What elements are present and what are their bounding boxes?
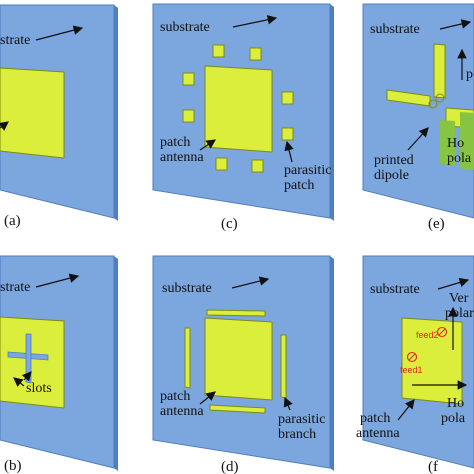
- panel-d: substrate patch antenna parasitic branch…: [152, 255, 334, 474]
- horizontal-polarization-line2: pola: [447, 151, 472, 166]
- substrate-arrow: [232, 15, 278, 28]
- slots-arrow: [21, 371, 32, 382]
- caption-b: (b): [4, 458, 22, 474]
- vertical-polarization-label: p: [466, 67, 473, 82]
- substrate-edge: [330, 256, 334, 471]
- feed1-marker: [406, 351, 418, 363]
- slots-arrow: [13, 377, 25, 387]
- patch-arrow: [199, 139, 216, 151]
- horizontal-polarization-line1: Ho: [447, 136, 464, 151]
- substrate-label: substrate: [370, 282, 420, 297]
- parasitic-label-line2: branch: [278, 427, 316, 442]
- patch-element: [401, 317, 463, 405]
- dipole-vertical-arm: [433, 43, 446, 99]
- parasitic-branch-left: [184, 327, 191, 389]
- parasitic-branches: [184, 309, 287, 414]
- parasitic-patches: [182, 44, 294, 173]
- substrate-arrow: [231, 276, 270, 289]
- substrate-label: strate: [0, 280, 30, 295]
- panel-f: feed2 feed1 substrate Ver polari Ho pola…: [356, 255, 474, 474]
- parasitic-label-line1: parasitic: [284, 163, 331, 178]
- substrate-arrow: [439, 19, 472, 30]
- patch-element: [204, 65, 273, 153]
- parasitic-patch: [212, 44, 225, 58]
- substrate-edge: [330, 4, 334, 221]
- patch-label-line1: patch: [160, 389, 190, 404]
- feed1-marker-slash: [408, 353, 416, 361]
- slots-label: slots: [26, 381, 52, 396]
- dipole-horizontal-arm: [386, 89, 431, 107]
- parasitic-branch-bottom: [209, 404, 266, 414]
- parasitic-patch: [281, 127, 294, 141]
- substrate-arrow: [35, 25, 84, 41]
- green-element-left: [440, 120, 455, 166]
- substrate-arrow: [35, 273, 80, 288]
- caption-a: (a): [4, 213, 21, 229]
- parasitic-label-line1: parasitic: [278, 412, 325, 427]
- parasitic-patch: [251, 159, 264, 173]
- feed2-marker-slash: [438, 328, 446, 336]
- patch-element: [204, 317, 273, 401]
- dipole-arrow: [407, 127, 429, 151]
- parasitic-patch: [182, 72, 195, 86]
- horizontal-polarization-line1: Ho: [447, 396, 464, 411]
- feed2-marker: [436, 326, 448, 338]
- parasitic-patch: [249, 47, 262, 61]
- dipole-label-line1: printed: [374, 153, 414, 168]
- parasitic-arrow: [283, 396, 293, 411]
- substrate-label: substrate: [370, 22, 420, 37]
- green-element-right: [460, 112, 474, 170]
- substrate-label: strate: [0, 33, 30, 48]
- panel-a: strate (a): [0, 4, 118, 229]
- substrate-arrow: [437, 277, 470, 290]
- panel-b: strate slots (b): [0, 255, 118, 474]
- substrate-label: substrate: [160, 20, 210, 35]
- patch-label-line2: antenna: [160, 150, 204, 165]
- caption-f: (f: [428, 459, 438, 474]
- parasitic-patch: [281, 91, 294, 105]
- caption-c: (c): [221, 216, 238, 232]
- parasitic-arrow: [284, 140, 294, 163]
- parasitic-label-line2: patch: [284, 178, 314, 193]
- substrate-edge: [114, 5, 118, 221]
- panel-c: substrate patch antenna parasitic patch …: [152, 3, 334, 232]
- parasitic-patch: [215, 157, 228, 171]
- feed-point: [435, 93, 445, 103]
- patch-label-line2: antenna: [160, 404, 204, 419]
- parasitic-branch-top: [206, 309, 266, 317]
- vertical-polarization-line1: Ver: [449, 291, 469, 306]
- feed-point: [428, 99, 438, 109]
- dipole-label-line2: dipole: [374, 168, 409, 183]
- patch-label-line1: patch: [160, 135, 190, 150]
- patch-arrow: [397, 399, 415, 421]
- patch-arrow: [0, 121, 9, 131]
- slot-vertical: [25, 333, 32, 384]
- vertical-polarization-line2: polari: [445, 306, 474, 321]
- patch-label-line1: patch: [360, 411, 390, 426]
- parasitic-patch: [182, 109, 195, 123]
- substrate-label: substrate: [162, 281, 212, 296]
- substrate-edge: [114, 256, 118, 471]
- patch-arrow: [199, 391, 216, 405]
- caption-d: (d): [221, 459, 239, 474]
- parasitic-branch-right: [280, 334, 287, 399]
- patch-element: [0, 67, 65, 159]
- horizontal-polarization-line2: pola: [441, 411, 466, 426]
- panel-e: substrate p printed dipole Ho pola (e): [362, 3, 474, 232]
- caption-e: (e): [428, 216, 445, 232]
- feed1-label: feed1: [400, 365, 423, 375]
- patch-label-line2: antenna: [356, 426, 400, 441]
- feed2-label: feed2: [416, 330, 439, 340]
